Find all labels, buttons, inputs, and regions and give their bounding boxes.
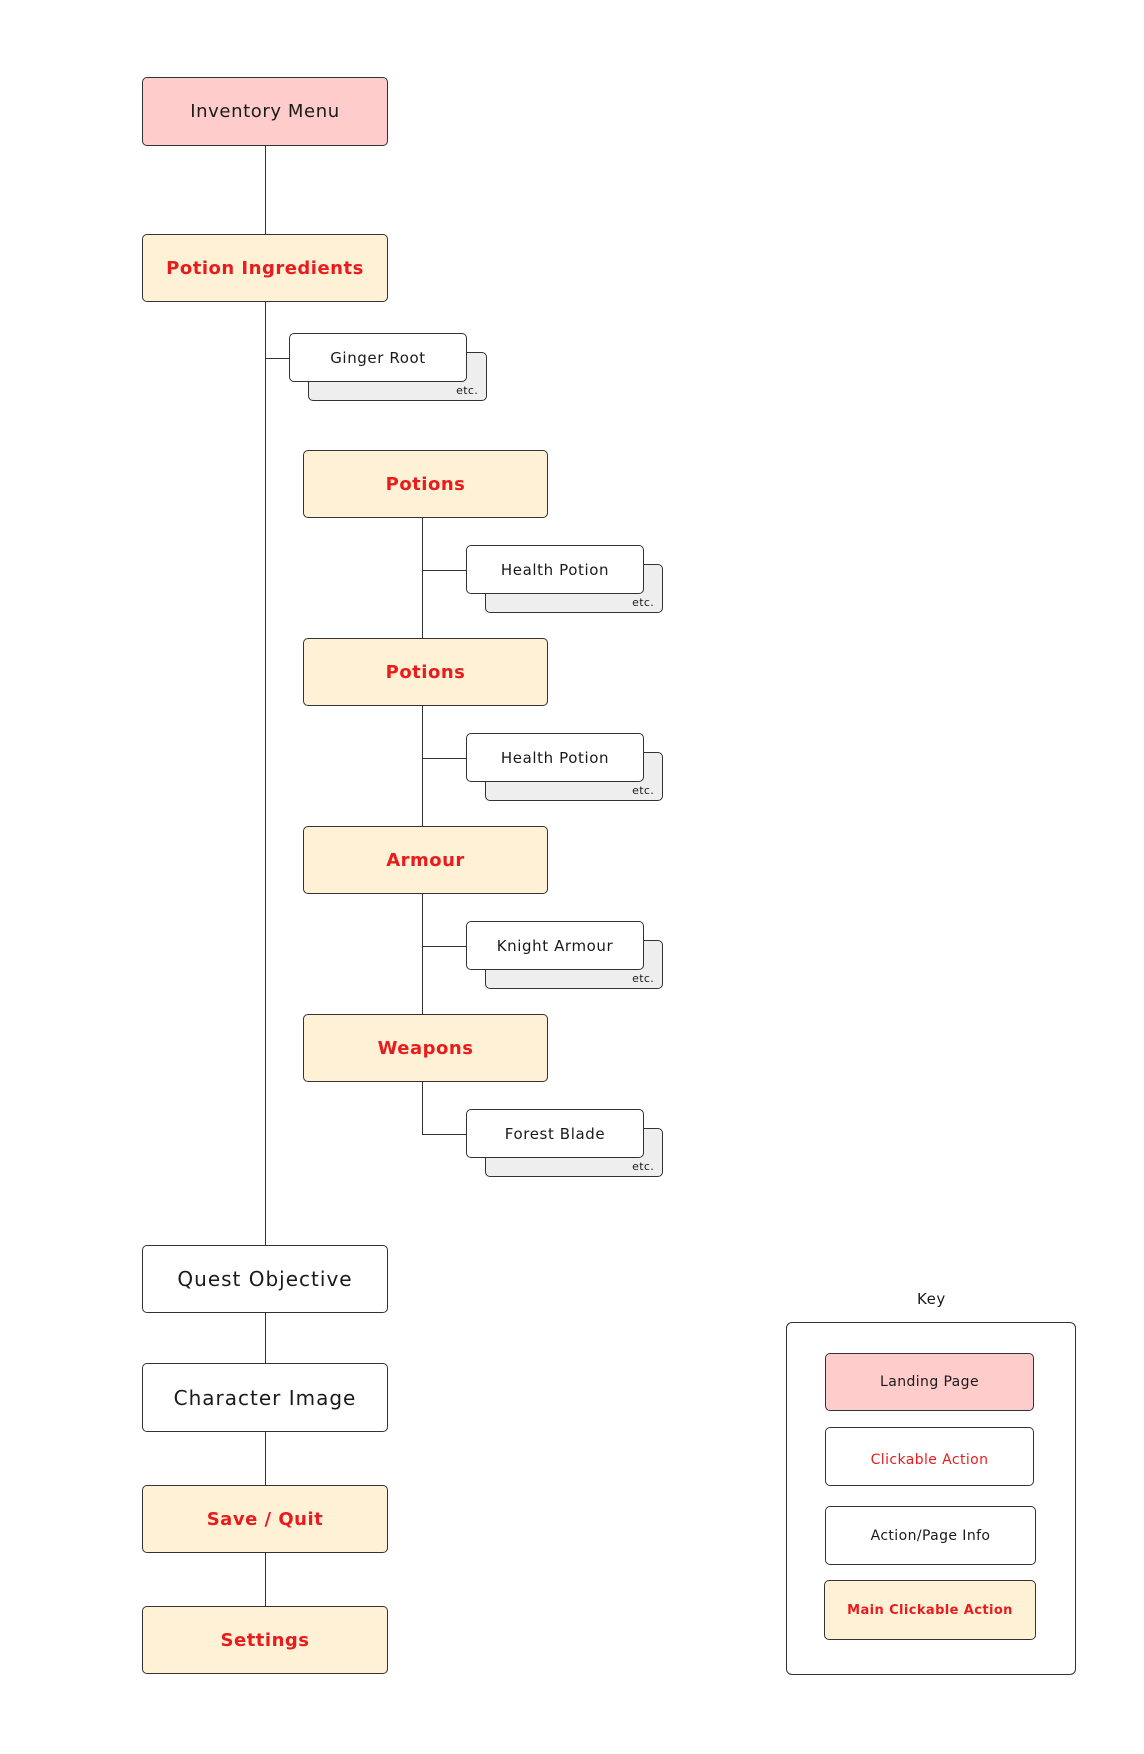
connector-character-to-save [265, 1432, 266, 1485]
quest-objective-node: Quest Objective [142, 1245, 388, 1313]
weapons-node[interactable]: Weapons [303, 1014, 548, 1082]
connector-health-potion-2 [422, 758, 466, 759]
key-landing-page: Landing Page [825, 1353, 1034, 1411]
potion-ingredients-node[interactable]: Potion Ingredients [142, 234, 388, 302]
forest-blade-node[interactable]: Forest Blade [466, 1109, 644, 1158]
health-potion-node-1[interactable]: Health Potion [466, 545, 644, 594]
connector-health-potion-1 [422, 570, 466, 571]
inventory-menu-node[interactable]: Inventory Menu [142, 77, 388, 146]
connector-ginger-root [265, 358, 289, 359]
armour-node[interactable]: Armour [303, 826, 548, 894]
settings-node[interactable]: Settings [142, 1606, 388, 1674]
connector-knight-armour [422, 946, 466, 947]
character-image-node: Character Image [142, 1363, 388, 1432]
key-action-page-info: Action/Page Info [825, 1506, 1036, 1565]
ginger-root-node[interactable]: Ginger Root [289, 333, 467, 382]
potions-node-1[interactable]: Potions [303, 450, 548, 518]
key-title: Key [917, 1290, 946, 1308]
key-legend: Landing Page Clickable Action Action/Pag… [786, 1322, 1076, 1675]
etc-label: etc. [632, 784, 654, 797]
save-quit-node[interactable]: Save / Quit [142, 1485, 388, 1553]
etc-label: etc. [632, 1160, 654, 1173]
potions-node-2[interactable]: Potions [303, 638, 548, 706]
connector-save-to-settings [265, 1553, 266, 1606]
knight-armour-node[interactable]: Knight Armour [466, 921, 644, 970]
etc-label: etc. [456, 384, 478, 397]
health-potion-node-2[interactable]: Health Potion [466, 733, 644, 782]
key-main-clickable-action: Main Clickable Action [824, 1580, 1036, 1640]
connector-forest-blade [422, 1134, 466, 1135]
etc-label: etc. [632, 596, 654, 609]
connector-quest-to-character [265, 1313, 266, 1363]
key-clickable-action: Clickable Action [825, 1427, 1034, 1486]
etc-label: etc. [632, 972, 654, 985]
connector-root-to-ingredients [265, 146, 266, 234]
connector-main-spine [265, 302, 266, 1245]
